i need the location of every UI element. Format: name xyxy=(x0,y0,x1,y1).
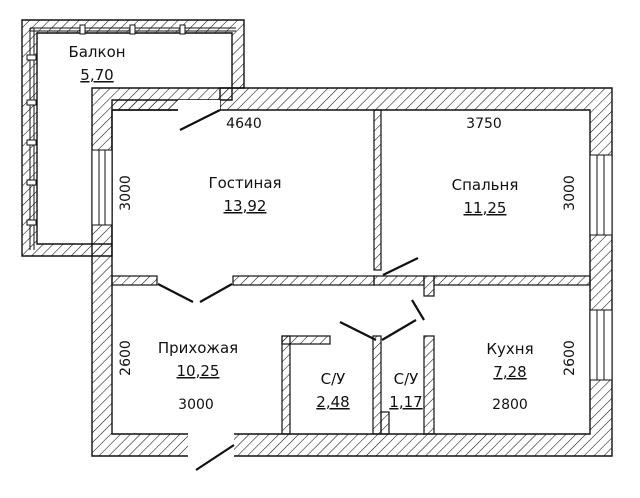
dim-living-height: 3000 xyxy=(118,175,134,211)
dim-kitchen-height: 2600 xyxy=(562,340,578,376)
room-area-living: 13,92 xyxy=(224,197,267,215)
dim-hall-width: 3000 xyxy=(178,397,214,413)
room-name-hall: Прихожая xyxy=(158,339,238,357)
room-area-hall: 10,25 xyxy=(177,362,220,380)
room-name-living: Гостиная xyxy=(208,174,281,192)
room-area-kitchen: 7,28 xyxy=(493,363,526,381)
room-name-kitchen: Кухня xyxy=(486,340,533,358)
room-name-bedroom: Спальня xyxy=(452,176,519,194)
door-leaves xyxy=(157,109,425,471)
room-area-wc1: 2,48 xyxy=(316,393,349,411)
dim-bedroom-height: 3000 xyxy=(562,175,578,211)
balcony-railing xyxy=(29,27,236,250)
windows xyxy=(91,149,613,381)
dim-bedroom-width: 3750 xyxy=(466,116,502,132)
balcony-posts xyxy=(26,24,186,226)
room-name-wc2: С/У xyxy=(394,370,419,388)
room-area-balcony: 5,70 xyxy=(80,66,113,84)
interior-walls xyxy=(111,109,591,435)
room-area-wc2: 1,17 xyxy=(389,393,422,411)
balcony-walls xyxy=(21,19,245,257)
dim-living-width: 4640 xyxy=(226,116,262,132)
door-openings xyxy=(158,100,234,457)
dim-kitchen-width: 2800 xyxy=(492,397,528,413)
dim-hall-height: 2600 xyxy=(118,340,134,376)
room-name-wc1: С/У xyxy=(321,370,346,388)
room-name-balcony: Балкон xyxy=(68,43,125,61)
room-area-bedroom: 11,25 xyxy=(464,199,507,217)
exterior-walls xyxy=(91,87,613,457)
